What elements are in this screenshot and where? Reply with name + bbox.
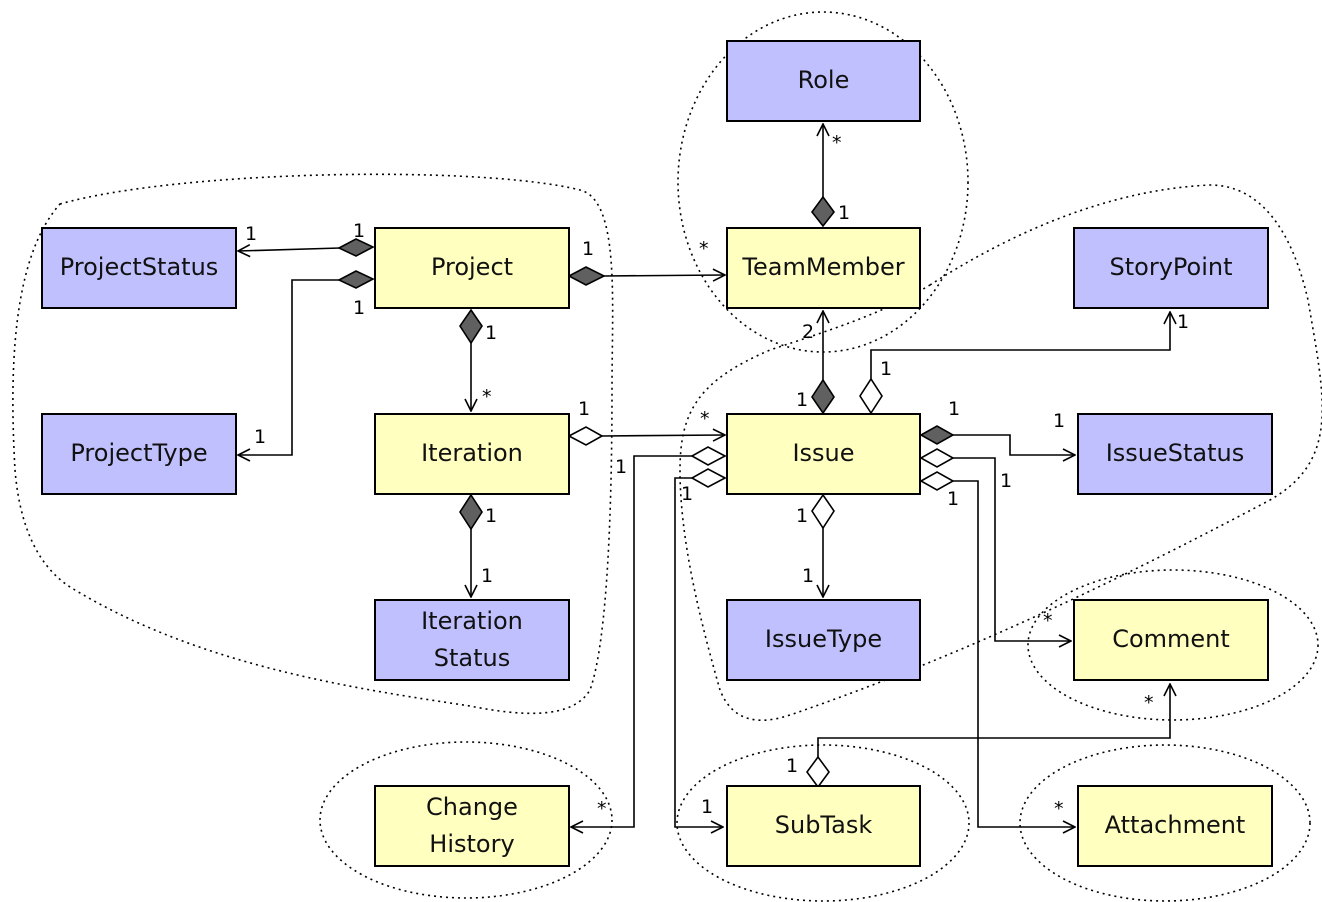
mult-issue-storypoint-target: 1 bbox=[1177, 311, 1190, 333]
class-iteration[interactable]: Iteration bbox=[374, 413, 570, 495]
class-sub-task-label: SubTask bbox=[774, 811, 873, 840]
assoc-issue-attachment-line bbox=[953, 480, 1075, 827]
mult-teammember-role-target: * bbox=[832, 132, 842, 154]
assoc-issue-subtask-line bbox=[674, 477, 723, 827]
aggregation-diamond-issue-changehistory bbox=[690, 446, 727, 466]
mult-issue-issuetype-source: 1 bbox=[796, 505, 809, 527]
class-team-member-label: TeamMember bbox=[742, 253, 905, 282]
mult-issue-subtask-source: 1 bbox=[681, 483, 694, 505]
aggregation-diamond-issue-storypoint bbox=[859, 377, 883, 415]
class-comment[interactable]: Comment bbox=[1073, 599, 1269, 681]
mult-project-iteration-target: * bbox=[482, 386, 492, 408]
mult-iteration-issue-source: 1 bbox=[578, 398, 591, 420]
assoc-project-teammember-line bbox=[603, 275, 725, 276]
class-iteration-status[interactable]: Iteration Status bbox=[374, 599, 570, 681]
mult-issue-changehistory-target: * bbox=[597, 798, 607, 820]
class-project-status-label: ProjectStatus bbox=[59, 253, 219, 282]
class-attachment-label: Attachment bbox=[1104, 811, 1246, 840]
composition-diamond-project-teammember bbox=[567, 266, 606, 286]
class-issue-type-label: IssueType bbox=[764, 625, 883, 654]
class-sub-task[interactable]: SubTask bbox=[726, 785, 921, 867]
aggregation-diamond-issue-comment bbox=[919, 448, 955, 468]
aggregation-diamond-issue-issuetype bbox=[811, 493, 835, 530]
class-issue-status[interactable]: IssueStatus bbox=[1077, 413, 1273, 495]
mult-issue-subtask-target: 1 bbox=[701, 796, 714, 818]
assoc-issue-issuestatus-line bbox=[953, 434, 1075, 455]
composition-diamond-issue-teammember bbox=[811, 378, 835, 415]
mult-subtask-comment-source: 1 bbox=[786, 755, 799, 777]
class-role[interactable]: Role bbox=[726, 40, 921, 122]
assoc-issue-changehistory-line bbox=[571, 455, 692, 827]
composition-diamond-issue-issuestatus bbox=[919, 425, 955, 445]
composition-diamond-project-projectstatus bbox=[337, 238, 375, 257]
mult-project-projectstatus-source: 1 bbox=[353, 220, 366, 242]
aggregation-diamond-iteration-issue bbox=[567, 426, 604, 446]
mult-project-iteration-source: 1 bbox=[485, 322, 498, 344]
mult-issue-issuetype-target: 1 bbox=[802, 565, 815, 587]
mult-issue-teammember-target: 2 bbox=[802, 321, 815, 343]
mult-issue-comment-source: 1 bbox=[1000, 470, 1013, 492]
composition-diamond-project-projecttype bbox=[337, 270, 375, 289]
mult-project-projecttype-target: 1 bbox=[254, 426, 267, 448]
class-story-point[interactable]: StoryPoint bbox=[1073, 227, 1269, 309]
mult-iteration-issue-target: * bbox=[700, 408, 710, 430]
mult-issue-issuestatus-source: 1 bbox=[948, 398, 961, 420]
aggregation-diamond-issue-subtask bbox=[690, 468, 727, 488]
mult-iteration-iterationstatus-target: 1 bbox=[481, 565, 494, 587]
class-change-history[interactable]: Change History bbox=[374, 785, 570, 867]
composition-diamond-iteration-iterationstatus bbox=[459, 493, 483, 531]
mult-teammember-role-source: 1 bbox=[838, 202, 851, 224]
assoc-subtask-comment-line bbox=[817, 684, 1170, 757]
class-comment-label: Comment bbox=[1112, 625, 1230, 654]
assoc-iteration-issue-line bbox=[601, 435, 725, 436]
mult-issue-issuestatus-target: 1 bbox=[1053, 410, 1066, 432]
mult-iteration-iterationstatus-source: 1 bbox=[485, 505, 498, 527]
class-project-status[interactable]: ProjectStatus bbox=[41, 227, 237, 309]
class-iteration-status-label: Iteration Status bbox=[421, 606, 523, 672]
class-role-label: Role bbox=[797, 66, 850, 95]
assoc-project-projecttype-line bbox=[238, 279, 340, 455]
class-issue-type[interactable]: IssueType bbox=[726, 599, 921, 681]
aggregation-diamond-issue-attachment bbox=[919, 471, 955, 491]
class-story-point-label: StoryPoint bbox=[1109, 253, 1233, 282]
class-attachment[interactable]: Attachment bbox=[1077, 785, 1273, 867]
mult-issue-changehistory-source: 1 bbox=[615, 456, 628, 478]
mult-project-teammember-source: 1 bbox=[582, 238, 595, 260]
group-comment-outline bbox=[1027, 569, 1319, 721]
aggregation-diamond-subtask-comment bbox=[806, 755, 830, 789]
mult-project-projecttype-source: 1 bbox=[353, 297, 366, 319]
class-project-type[interactable]: ProjectType bbox=[41, 413, 237, 495]
class-issue[interactable]: Issue bbox=[726, 413, 921, 495]
group-attachment-outline bbox=[1019, 744, 1311, 902]
group-changehistory-outline bbox=[319, 741, 613, 899]
group-project-outline bbox=[12, 173, 614, 715]
class-project-label: Project bbox=[430, 253, 514, 282]
class-issue-status-label: IssueStatus bbox=[1105, 439, 1245, 468]
mult-issue-attachment-target: * bbox=[1054, 798, 1064, 820]
class-iteration-label: Iteration bbox=[421, 439, 523, 468]
mult-issue-storypoint-source: 1 bbox=[880, 358, 893, 380]
class-project[interactable]: Project bbox=[374, 227, 570, 309]
composition-diamond-project-iteration bbox=[459, 308, 483, 345]
mult-subtask-comment-target: * bbox=[1144, 692, 1154, 714]
class-team-member[interactable]: TeamMember bbox=[726, 227, 921, 309]
class-issue-label: Issue bbox=[792, 439, 855, 468]
assoc-issue-comment-line bbox=[953, 457, 1071, 641]
assoc-issue-storypoint-line bbox=[870, 312, 1170, 379]
composition-diamond-teammember-role bbox=[810, 195, 836, 228]
mult-project-projectstatus-target: 1 bbox=[245, 223, 258, 245]
mult-issue-comment-target: * bbox=[1043, 610, 1053, 632]
mult-issue-teammember-source: 1 bbox=[796, 389, 809, 411]
group-subtask-outline bbox=[676, 744, 970, 902]
assoc-project-projectstatus-line bbox=[238, 248, 341, 251]
class-change-history-label: Change History bbox=[426, 792, 518, 858]
mult-issue-attachment-source: 1 bbox=[947, 488, 960, 510]
class-project-type-label: ProjectType bbox=[70, 439, 208, 468]
mult-project-teammember-target: * bbox=[699, 238, 709, 260]
